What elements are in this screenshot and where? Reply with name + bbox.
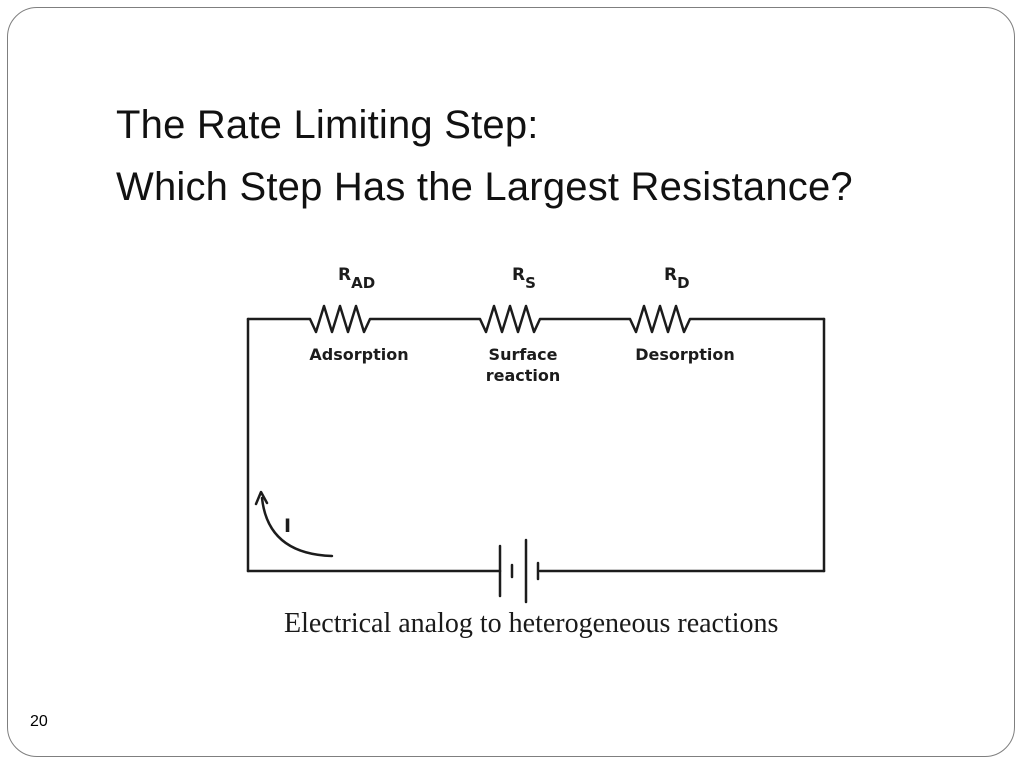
current-label: I <box>284 515 291 537</box>
current-arrow <box>260 496 334 558</box>
title-line-2: Which Step Has the Largest Resistance? <box>116 165 853 209</box>
diagram-caption: Electrical analog to heterogeneous react… <box>284 608 779 639</box>
slide-frame <box>7 7 1015 757</box>
top-wire-with-resistors <box>246 304 826 334</box>
circuit-svg: RAD RS RD Adsorption Surface reaction De… <box>246 265 826 604</box>
step-label-reaction: reaction <box>486 366 561 385</box>
resistor-label-r-d: RD <box>664 265 690 292</box>
battery-symbol <box>498 538 540 604</box>
resistor-label-r-s: RS <box>512 265 536 292</box>
circuit-diagram: RAD RS RD Adsorption Surface reaction De… <box>230 250 840 610</box>
step-label-desorption: Desorption <box>635 345 735 364</box>
step-label-adsorption: Adsorption <box>309 345 408 364</box>
step-label-surface: Surface <box>489 345 558 364</box>
resistor-label-r-ad: RAD <box>338 265 375 292</box>
page-number: 20 <box>30 713 48 730</box>
title-line-1: The Rate Limiting Step: <box>116 103 539 147</box>
slide-title: The Rate Limiting Step: Which Step Has t… <box>116 94 853 218</box>
current-arrowhead <box>254 490 269 506</box>
